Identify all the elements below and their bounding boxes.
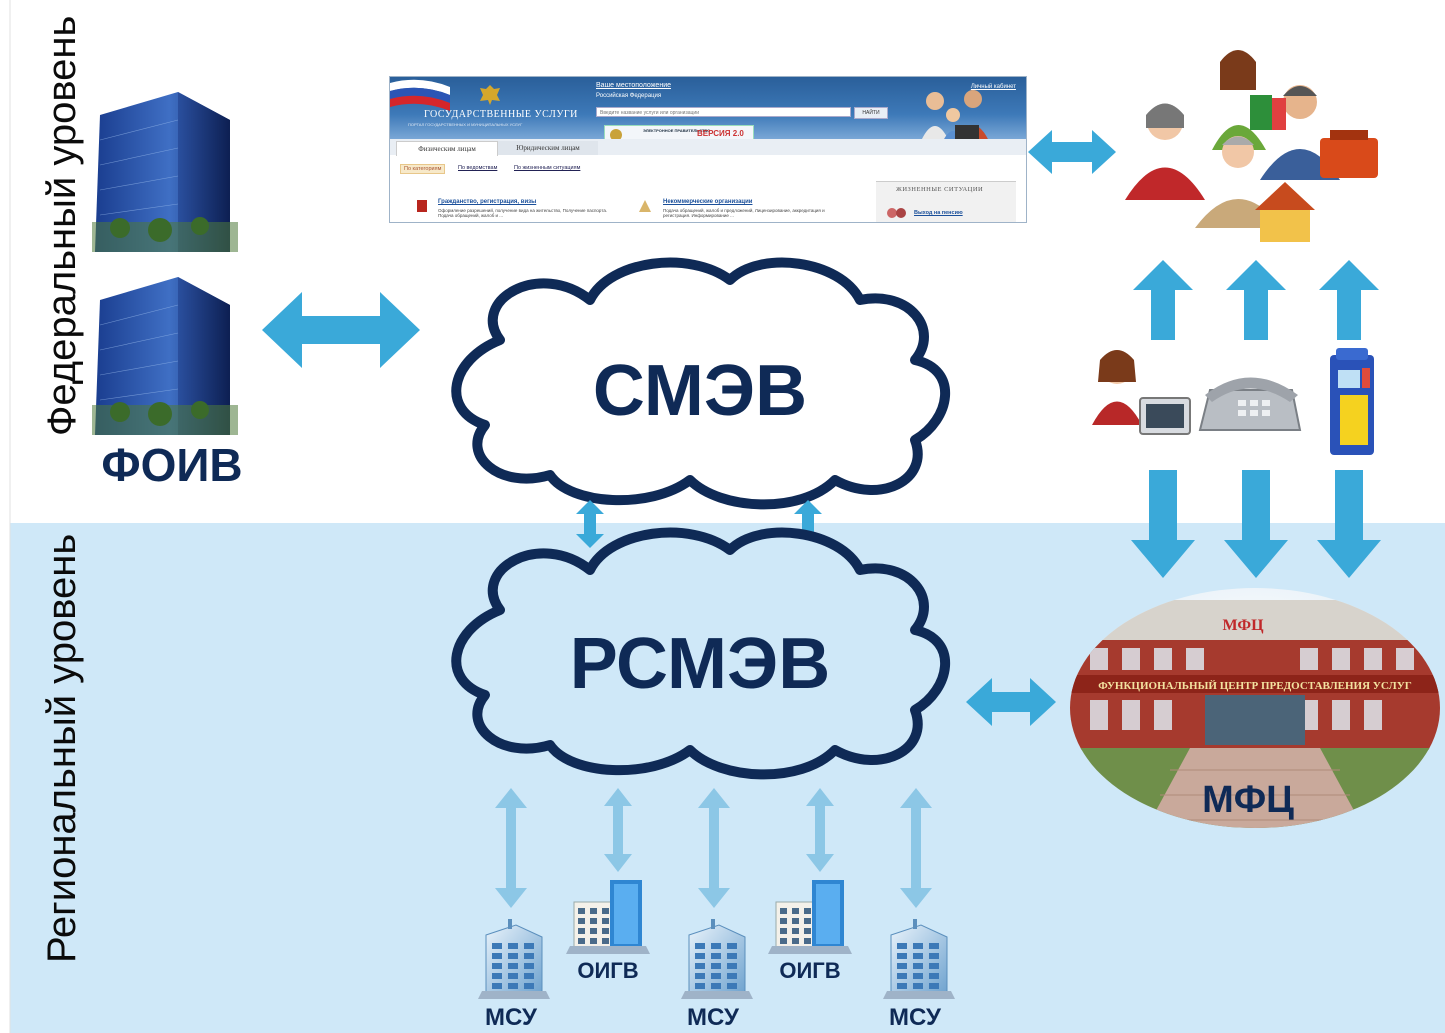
svg-text:МФЦ: МФЦ <box>1222 617 1264 634</box>
region-label: Российская Федерация <box>596 93 662 99</box>
cabinet-link[interactable]: Личный кабинет <box>970 84 1016 90</box>
msu-label-2: МСУ <box>687 1004 739 1031</box>
category-citizenship-desc: Оформление разрешений, получение вида на… <box>438 208 608 218</box>
arrow-rsmev-mfc <box>966 678 1056 726</box>
passport-icon <box>417 200 427 212</box>
smev-cloud <box>451 257 950 510</box>
portal-filters: По категориям По ведомствам По жизненным… <box>390 157 1026 177</box>
regional-level-label: Региональный уровень <box>40 533 84 963</box>
egov-line: ЭЛЕКТРОННОЕ ПРАВИТЕЛЬСТВО <box>643 128 711 133</box>
portal-header: ГОСУДАРСТВЕННЫЕ УСЛУГИ ПОРТАЛ ГОСУДАРСТВ… <box>390 77 1026 145</box>
category-ngo-desc: Подача обращений, жалоб и предложений, Л… <box>663 208 825 218</box>
foiv-label: ФОИВ <box>101 439 243 491</box>
svg-text:ФУНКЦИОНАЛЬНЫЙ ЦЕНТР ПРЕДОСТАВ: ФУНКЦИОНАЛЬНЫЙ ЦЕНТР ПРЕДОСТАВЛЕНИЯ УСЛУ… <box>1098 680 1412 692</box>
msu-label-3: МСУ <box>889 1004 941 1031</box>
rsmev-label: РСМЭВ <box>570 624 830 704</box>
filter-by-category[interactable]: По категориям <box>400 164 446 174</box>
category-citizenship[interactable]: Гражданство, регистрация, визы <box>438 199 537 205</box>
search-input[interactable]: Введите название услуги или организации <box>596 107 851 117</box>
category-ngo[interactable]: Некоммерческие организации <box>663 199 753 205</box>
up-arrows <box>1133 260 1379 340</box>
life-situations-box: ЖИЗНЕННЫЕ СИТУАЦИИ Выход на пенсию <box>876 181 1016 222</box>
oigv-label-1: ОИГВ <box>577 958 639 983</box>
operator-icon <box>1092 350 1191 435</box>
ngo-icon <box>639 200 651 212</box>
gosuslugi-portal-screenshot: ГОСУДАРСТВЕННЫЕ УСЛУГИ ПОРТАЛ ГОСУДАРСТВ… <box>389 76 1027 223</box>
arrow-portal-citizens <box>1028 130 1116 174</box>
mfc-label: МФЦ <box>1202 779 1294 821</box>
egov-emblem-icon <box>610 129 622 141</box>
family-photo <box>921 90 989 141</box>
down-arrows <box>1131 470 1381 578</box>
filter-by-department[interactable]: По ведомствам <box>458 165 498 171</box>
msu-building-icon-2 <box>681 919 753 999</box>
oigv-label-2: ОИГВ <box>779 958 841 983</box>
rsmev-cloud <box>451 527 950 780</box>
federal-level-label: Федеральный уровень <box>40 15 84 436</box>
portal-brand: ГОСУДАРСТВЕННЫЕ УСЛУГИ <box>424 109 578 120</box>
egov-version: ВЕРСИЯ 2.0 <box>697 129 744 138</box>
citizens-group-icon <box>1125 50 1378 242</box>
mfc-building: ФУНКЦИОНАЛЬНЫЙ ЦЕНТР ПРЕДОСТАВЛЕНИЯ УСЛУ… <box>1070 588 1440 828</box>
portal-brand-sub: ПОРТАЛ ГОСУДАРСТВЕННЫХ И МУНИЦИПАЛЬНЫХ У… <box>408 122 523 127</box>
russian-flag-icon <box>390 79 450 111</box>
search-button[interactable]: НАЙТИ <box>854 107 888 119</box>
arrow-smev-rsmev-left <box>576 500 604 548</box>
msu-label-1: МСУ <box>485 1004 537 1031</box>
portal-tabs: Физическим лицам Юридическим лицам <box>390 139 1026 156</box>
msu-building-icon-3 <box>883 919 955 999</box>
foiv-building-top <box>92 92 238 252</box>
oigv-building-icon-1 <box>566 880 650 954</box>
life-situations-title: ЖИЗНЕННЫЕ СИТУАЦИИ <box>896 186 984 193</box>
oigv-building-icon-2 <box>768 880 852 954</box>
filter-by-life-situation[interactable]: По жизненным ситуациям <box>514 165 581 171</box>
phone-icon <box>1198 377 1302 431</box>
foiv-building-bottom <box>92 277 238 435</box>
life-situation-retirement[interactable]: Выход на пенсию <box>914 210 963 216</box>
tab-individuals[interactable]: Физическим лицам <box>396 141 498 156</box>
coat-of-arms-icon <box>480 85 500 105</box>
kiosk-icon <box>1330 348 1374 455</box>
bottom-arrows <box>495 788 932 908</box>
arrow-foiv-smev <box>262 292 420 368</box>
tab-legal-entities[interactable]: Юридическим лицам <box>498 141 598 155</box>
msu-building-icon-1 <box>478 919 550 999</box>
retirement-icon <box>887 208 906 218</box>
smev-label: СМЭВ <box>593 351 807 431</box>
location-link[interactable]: Ваше местоположение <box>596 82 671 89</box>
